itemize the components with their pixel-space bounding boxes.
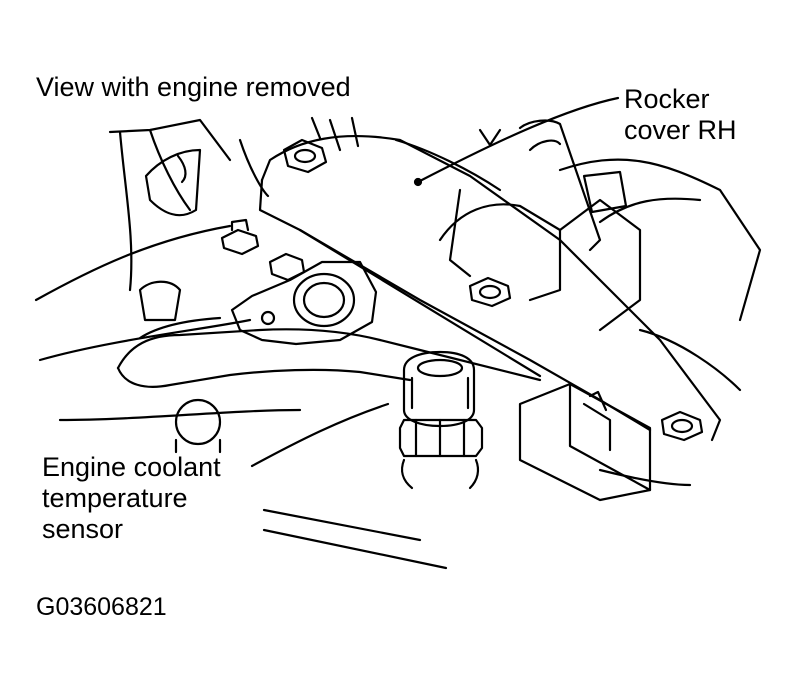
rocker-cover-label-line-2: cover RH — [624, 115, 737, 145]
rocker-cover-label-line-1: Rocker — [624, 84, 710, 114]
bolt-top — [284, 140, 326, 172]
floor-lines — [264, 510, 446, 568]
coolant-sensor-label-line-3: sensor — [42, 514, 124, 544]
figure-id: G03606821 — [36, 593, 167, 621]
bolt-left — [222, 220, 258, 254]
bolt-middle — [470, 278, 510, 306]
leader-lines — [252, 98, 618, 466]
wiring-harness — [118, 318, 540, 387]
bolt-right — [662, 412, 702, 440]
engine-bay-outline — [36, 120, 760, 485]
coolant-sensor-label: Engine coolant temperature sensor — [42, 452, 221, 545]
coolant-temperature-sensor — [400, 352, 482, 488]
coolant-sensor-label-line-1: Engine coolant — [42, 452, 221, 482]
coolant-sensor-label-line-2: temperature — [42, 483, 188, 513]
view-heading: View with engine removed — [36, 72, 351, 102]
side-connector — [520, 384, 650, 500]
bracket — [140, 150, 220, 452]
harness-connector — [232, 262, 376, 344]
rocker-cover-label: Rocker cover RH — [624, 84, 737, 146]
